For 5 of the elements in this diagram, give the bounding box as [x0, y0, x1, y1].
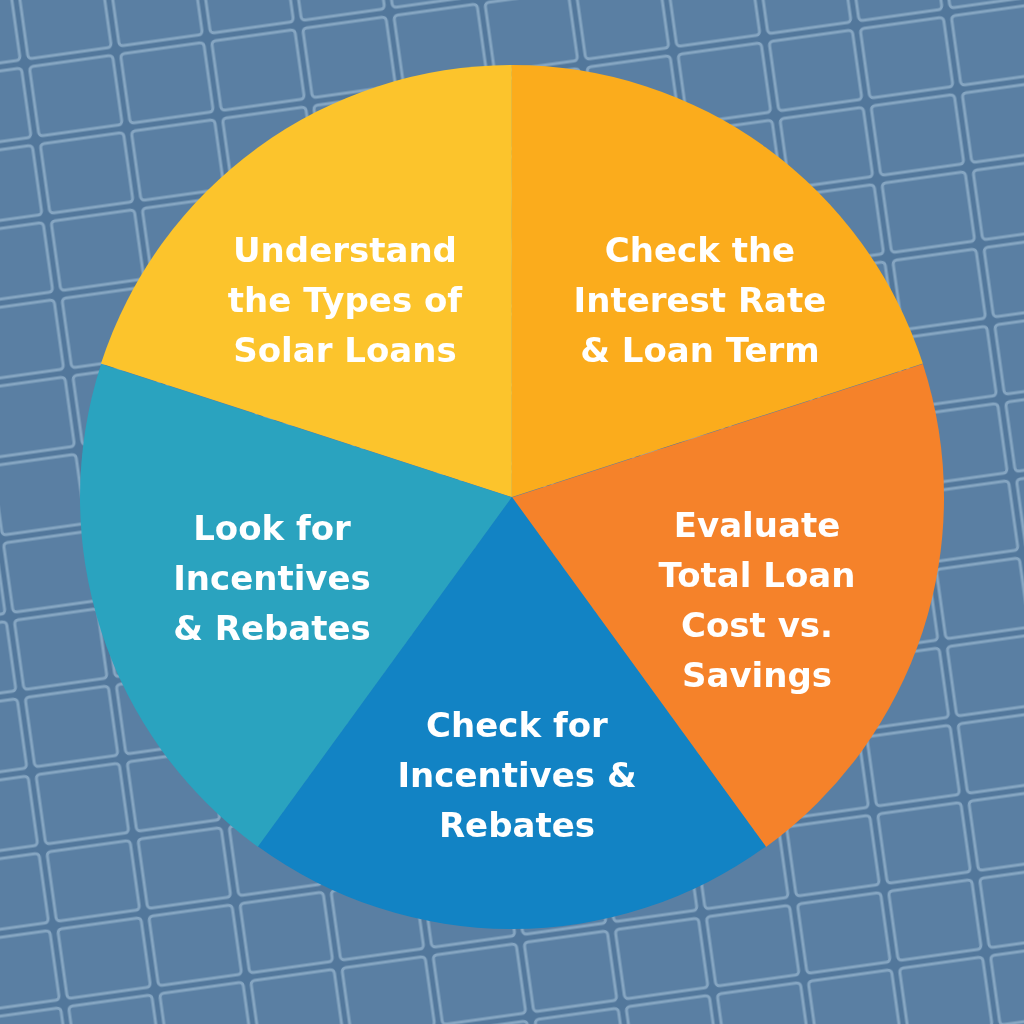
segment-label: Evaluate Total Loan Cost vs. Savings — [657, 504, 857, 697]
segment-label: Check the Interest Rate & Loan Term — [572, 229, 828, 372]
segment-label: Look for Incentives & Rebates — [172, 507, 372, 650]
segment-label: Understand the Types of Solar Loans — [226, 229, 464, 372]
segment-label: Check for Incentives & Rebates — [396, 704, 638, 847]
